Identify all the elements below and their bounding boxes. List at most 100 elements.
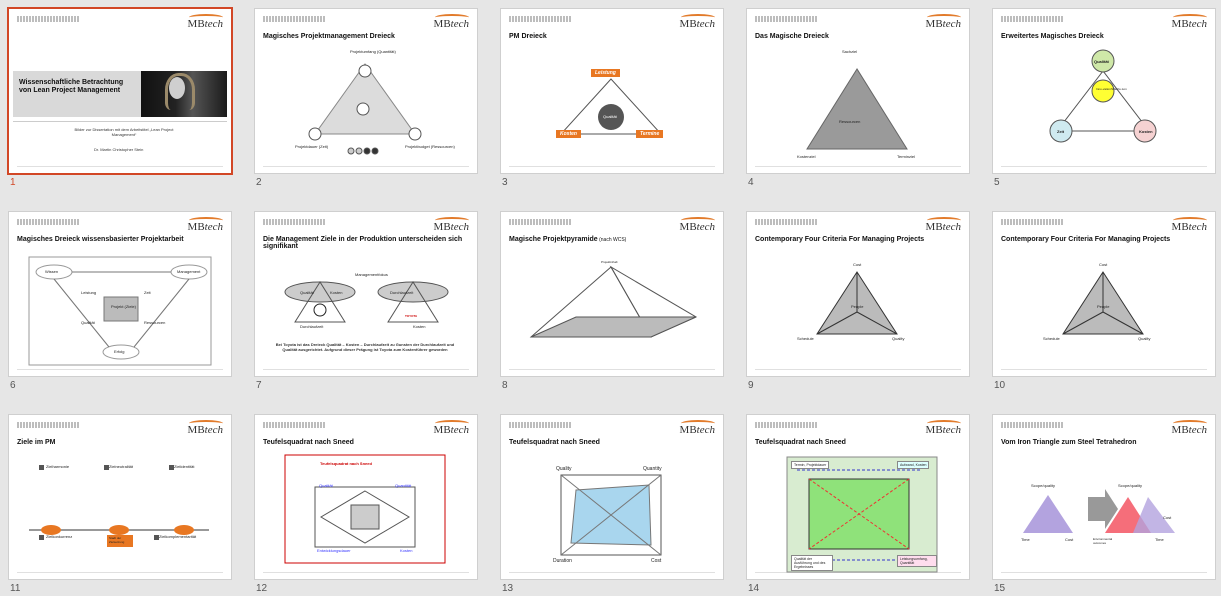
diagram-label: Quality (892, 336, 905, 341)
logo-text-italic: tech (1188, 18, 1207, 30)
mbtech-logo: MBtech (926, 221, 961, 233)
title-main: Magische Projektpyramide (509, 236, 598, 243)
mbtech-logo: MBtech (680, 221, 715, 233)
logo-text-italic: tech (450, 221, 469, 233)
slide-title: Teufelsquadrat nach Sneed (509, 439, 600, 446)
diagram-label: Qualität (1094, 59, 1109, 64)
title-band: Wissenschaftliche Betrachtung von Lean P… (13, 71, 227, 117)
logo-text-main: MB (679, 424, 697, 436)
slide-graphic (308, 63, 422, 155)
header-bars (509, 219, 571, 225)
diagram-label: Durchlaufzeit (390, 290, 414, 295)
logo-text-italic: tech (942, 18, 961, 30)
portrait-hair (165, 73, 195, 110)
logo-text-italic: tech (450, 18, 469, 30)
diagram-label: Schedule (797, 336, 814, 341)
header-bars (1001, 219, 1063, 225)
slide-header: MBtech (255, 9, 477, 31)
diagram-label: Cost (1099, 262, 1108, 267)
slide-header: MBtech (255, 415, 477, 437)
diagram-label: Teufelsquadrat nach Sneed (320, 461, 372, 466)
diagram-label: Zeit (1057, 129, 1065, 134)
slide-title: Contemporary Four Criteria For Managing … (1001, 236, 1171, 243)
diagram-label: Qualität der Ausführung und des Ergebnis… (791, 555, 833, 571)
slide-subtitle: Bilder zur Dissertation mit dem Arbeitst… (74, 127, 174, 137)
logo-swoosh-icon (435, 217, 469, 224)
slide-graphic (806, 68, 908, 150)
diagram-label: Ressourcen (839, 119, 861, 124)
slide-title: Die Management Ziele in der Produktion u… (263, 236, 463, 250)
logo-swoosh-icon (681, 217, 715, 224)
diagram-label: Zielharmonie (46, 464, 70, 469)
diagram-label: Cost (853, 262, 862, 267)
diagram-label: Entwicklungsdauer (317, 548, 351, 553)
logo-swoosh-icon (1173, 217, 1207, 224)
logo-text-main: MB (925, 221, 943, 233)
slide-title: Teufelsquadrat nach Sneed (755, 439, 846, 446)
header-bars (1001, 16, 1063, 22)
slide-graphic (29, 465, 209, 547)
header-bars (17, 219, 79, 225)
logo-text-main: MB (187, 221, 205, 233)
logo-text-italic: tech (942, 221, 961, 233)
diagram-label: Stadt der Zielsetzung (109, 536, 125, 544)
mbtech-logo: MBtech (188, 424, 223, 436)
slide-title: Ziele im PM (17, 439, 56, 446)
diagram-label: Quantity (643, 466, 662, 472)
logo-text-italic: tech (1188, 424, 1207, 436)
portrait-image (141, 71, 227, 117)
logo-text-italic: tech (696, 424, 715, 436)
diagram-label: Quality (1138, 336, 1151, 341)
diagram-label: Projektumfang (Quantität) (350, 49, 396, 54)
slide-header: MBtech (501, 212, 723, 234)
slide-graphic (284, 281, 449, 323)
diagram-label: Kosten (330, 290, 343, 295)
slide-header: MBtech (9, 212, 231, 234)
slide-footer (755, 166, 961, 169)
slide-graphic (284, 454, 446, 564)
slide-graphic (816, 271, 898, 335)
diagram-label: Managementfokus (355, 272, 388, 277)
slide-title: Magische Projektpyramide (nach WCS) (509, 236, 626, 243)
slide-header: MBtech (501, 9, 723, 31)
diagram-label: Zielkomplementarität (159, 534, 197, 539)
slide-number: 10 (994, 380, 1006, 391)
logo-swoosh-icon (189, 14, 223, 21)
slide-footer (17, 572, 223, 575)
diagram-label: Leistung (81, 290, 97, 295)
diagram-label: Aufwand, Kosten (897, 461, 930, 469)
logo-swoosh-icon (189, 420, 223, 427)
logo-text-main: MB (679, 221, 697, 233)
slide-footer (263, 572, 469, 575)
diagram-label: Kosten (556, 130, 581, 138)
slide-header: MBtech (9, 415, 231, 437)
diagram-label: Zielkonkurrenz (46, 534, 73, 539)
logo-text-italic: tech (204, 221, 223, 233)
diagram-label: Scope/quality (1031, 483, 1056, 488)
diagram-label: Leistung (591, 69, 620, 77)
diagram-label: Inno-vation/Wachs-tum (1096, 87, 1127, 91)
